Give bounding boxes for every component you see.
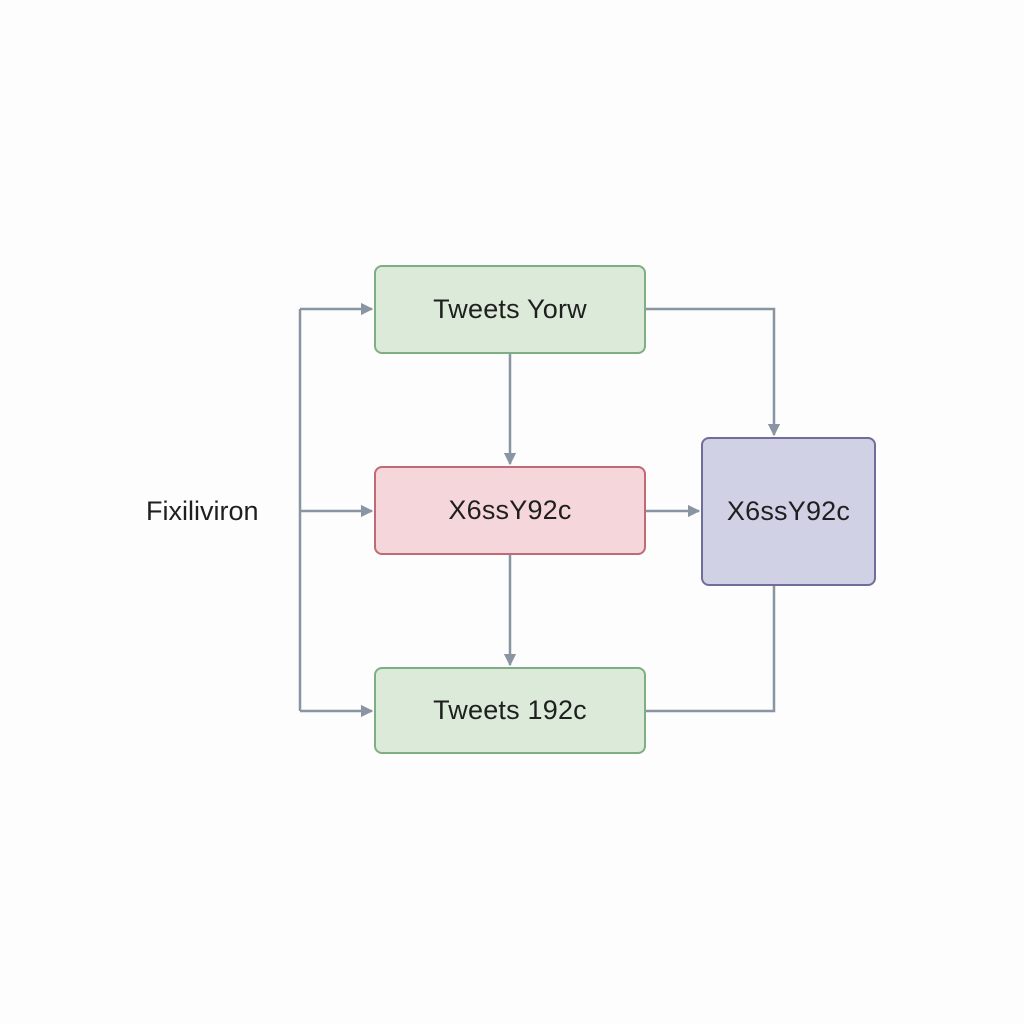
node-tweets-bottom: Tweets 192c bbox=[374, 667, 646, 754]
input-label: Fixiliviron bbox=[146, 496, 259, 526]
arrow-top-to-right bbox=[646, 307, 781, 437]
node-tweets-top: Tweets Yorw bbox=[374, 265, 646, 354]
node-middle: X6ssY92c bbox=[374, 466, 646, 555]
node-right: X6ssY92c bbox=[701, 437, 876, 586]
connector-right-to-bottom bbox=[646, 586, 776, 713]
